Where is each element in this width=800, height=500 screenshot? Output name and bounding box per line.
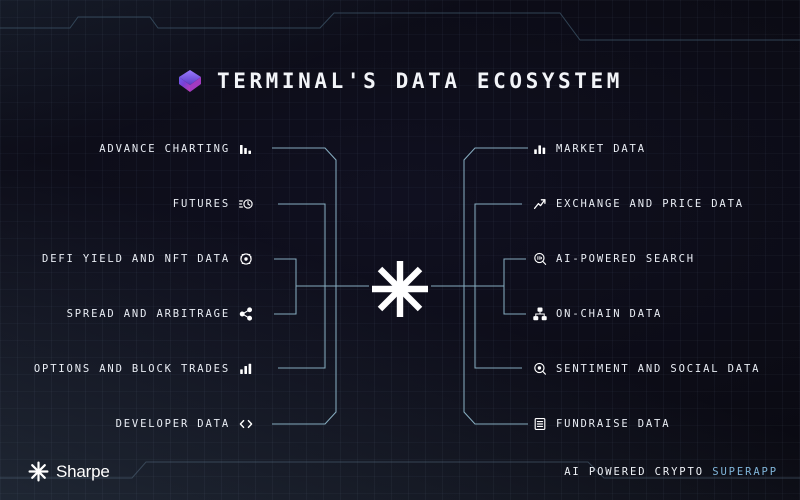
branch-left-5[interactable]: OPTIONS AND BLOCK TRADES — [34, 360, 253, 378]
page-title-row: TERMINAL'S DATA ECOSYSTEM — [0, 68, 800, 94]
bar-chart-icon — [239, 362, 253, 376]
branch-right-3-label: AI-POWERED SEARCH — [556, 253, 695, 265]
bar-chart-icon — [533, 142, 547, 156]
branch-left-3-label: DEFI YIELD AND NFT DATA — [42, 253, 230, 265]
branch-right-5-label: SENTIMENT AND SOCIAL DATA — [556, 363, 761, 375]
clock-list-icon — [239, 197, 253, 211]
branch-right-2-label: EXCHANGE AND PRICE DATA — [556, 198, 744, 210]
tagline-primary: AI POWERED CRYPTO — [564, 466, 704, 478]
branch-right-6[interactable]: FUNDRAISE DATA — [533, 415, 670, 433]
branch-left-1-label: ADVANCE CHARTING — [99, 143, 230, 155]
brand-wordmark: Sharpe — [56, 461, 110, 481]
footer-tagline: AI POWERED CRYPTO SUPERAPP — [564, 466, 778, 478]
branch-left-4-label: SPREAD AND ARBITRAGE — [66, 308, 230, 320]
hierarchy-network-icon — [533, 307, 547, 321]
code-brackets-icon — [239, 417, 253, 431]
branch-left-4[interactable]: SPREAD AND ARBITRAGE — [67, 305, 253, 323]
branch-left-1[interactable]: ADVANCE CHARTING — [99, 140, 253, 158]
branch-left-3[interactable]: DEFI YIELD AND NFT DATA — [42, 250, 253, 268]
branch-left-2-label: FUTURES — [172, 198, 230, 210]
branch-right-4-label: ON-CHAIN DATA — [556, 308, 663, 320]
ai-search-icon — [533, 252, 547, 266]
asterisk-star-icon — [369, 258, 431, 320]
tagline-accent: SUPERAPP — [712, 466, 778, 478]
bar-chart-icon — [239, 142, 253, 156]
footer-brand[interactable]: Sharpe — [28, 461, 110, 482]
branch-right-2[interactable]: EXCHANGE AND PRICE DATA — [533, 195, 744, 213]
diamond-cube-icon — [177, 68, 203, 94]
trending-up-icon — [533, 197, 547, 211]
branch-left-2[interactable]: FUTURES — [173, 195, 253, 213]
sentiment-pin-icon — [533, 362, 547, 376]
atom-target-icon — [239, 252, 253, 266]
branch-left-6-label: DEVELOPER DATA — [115, 418, 230, 430]
document-list-icon — [533, 417, 547, 431]
sharpe-asterisk-icon — [28, 461, 49, 482]
branch-right-6-label: FUNDRAISE DATA — [556, 418, 671, 430]
branch-right-4[interactable]: ON-CHAIN DATA — [533, 305, 662, 323]
branch-right-1-label: MARKET DATA — [556, 143, 646, 155]
branch-right-5[interactable]: SENTIMENT AND SOCIAL DATA — [533, 360, 760, 378]
branch-right-1[interactable]: MARKET DATA — [533, 140, 646, 158]
page-title: TERMINAL'S DATA ECOSYSTEM — [216, 69, 624, 93]
branch-left-6[interactable]: DEVELOPER DATA — [116, 415, 253, 433]
branch-right-3[interactable]: AI-POWERED SEARCH — [533, 250, 695, 268]
share-network-icon — [239, 307, 253, 321]
branch-left-5-label: OPTIONS AND BLOCK TRADES — [33, 363, 230, 375]
